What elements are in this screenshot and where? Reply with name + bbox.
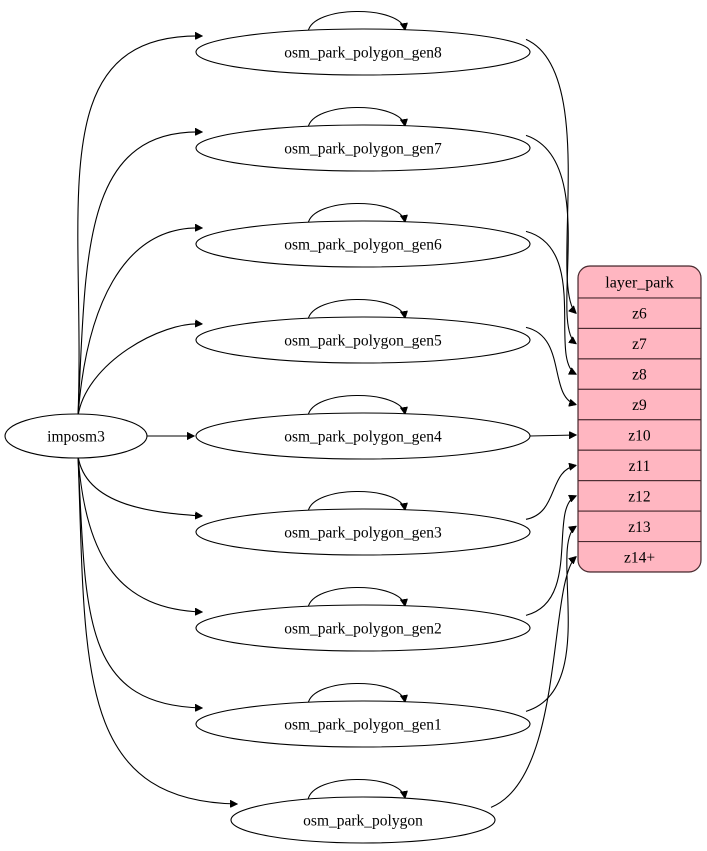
edge-imposm3-to-osm_park_polygon_gen2: [77, 455, 202, 612]
node-osm_park_polygon-label: osm_park_polygon: [303, 813, 423, 830]
table-row-z14+[interactable]: [578, 541, 701, 572]
table-row-z13[interactable]: [578, 510, 701, 543]
table-header-label: layer_park: [605, 275, 673, 292]
node-osm_park_polygon_gen3-label: osm_park_polygon_gen3: [284, 525, 442, 542]
table-row-label-z7: z7: [632, 336, 647, 353]
node-osm_park_polygon_gen7-label: osm_park_polygon_gen7: [284, 141, 442, 158]
edge-osm_park_polygon_gen7-to-z7: [525, 134, 576, 343]
node-osm_park_polygon_gen5-ellipse[interactable]: [195, 316, 531, 364]
edge-osm_park_polygon_gen8-to-z6: [525, 38, 576, 313]
edge-selfloop-osm_park_polygon_gen2: [307, 586, 405, 609]
node-osm_park_polygon_gen8-label: osm_park_polygon_gen8: [284, 45, 442, 62]
edge-osm_park_polygon_gen5-to-z9: [525, 326, 576, 404]
nodes-layer: osm_park_polygon_gen8 osm_park_polygon_ge…: [4, 28, 531, 844]
edge-imposm3-to-osm_park_polygon_gen8: [77, 36, 202, 417]
node-osm_park_polygon_gen4-label: osm_park_polygon_gen4: [284, 429, 442, 446]
node-osm_park_polygon_gen8-ellipse[interactable]: [195, 28, 531, 76]
table-row-z10[interactable]: [578, 419, 701, 451]
node-osm_park_polygon_gen6-label: osm_park_polygon_gen6: [284, 237, 442, 254]
node-osm_park_polygon_gen4-ellipse[interactable]: [195, 412, 531, 460]
edge-selfloop-osm_park_polygon_gen5: [307, 298, 405, 321]
node-osm_park_polygon_gen3-ellipse[interactable]: [195, 508, 531, 556]
node-imposm3-ellipse[interactable]: [4, 413, 148, 459]
edge-selfloop-osm_park_polygon_gen6: [307, 202, 405, 225]
edge-selfloop-osm_park_polygon_gen8: [307, 10, 405, 33]
node-osm_park_polygon_gen1-label: osm_park_polygon_gen1: [284, 717, 442, 734]
table-row-z7[interactable]: [578, 327, 701, 360]
table-row-label-z13: z13: [628, 519, 651, 536]
table-row-label-z9: z9: [632, 397, 647, 414]
table-row-label-z12: z12: [628, 488, 650, 505]
edge-imposm3-to-osm_park_polygon_gen5: [77, 324, 202, 417]
table-layer: layer_park z6 z7 z8 z9 z10 z11 z12 z13 z14+: [577, 265, 702, 573]
edge-imposm3-to-osm_park_polygon_gen3: [77, 455, 202, 516]
node-osm_park_polygon-ellipse[interactable]: [230, 796, 496, 844]
layer-park-table-body: [578, 266, 701, 572]
node-osm_park_polygon_gen7-ellipse[interactable]: [195, 124, 531, 172]
node-osm_park_polygon_gen2-label: osm_park_polygon_gen2: [284, 621, 442, 638]
table-row-label-z8: z8: [632, 367, 647, 384]
edge-osm_park_polygon_gen1-to-z13: [525, 526, 576, 712]
node-osm_park_polygon_gen6-ellipse[interactable]: [195, 220, 531, 268]
node-osm_park_polygon_gen2-ellipse[interactable]: [195, 604, 531, 652]
edge-selfloop-osm_park_polygon_gen4: [307, 394, 405, 417]
edge-imposm3-to-osm_park_polygon_gen1: [77, 455, 202, 708]
table-row-label-z11: z11: [629, 458, 651, 475]
edge-osm_park_polygon_gen6-to-z8: [525, 230, 576, 374]
edge-osm_park_polygon_gen4-to-z10: [529, 435, 576, 436]
edge-imposm3-to-osm_park_polygon: [77, 455, 237, 804]
edge-imposm3-to-osm_park_polygon_gen6: [77, 228, 202, 417]
table-row-label-z14+: z14+: [624, 549, 655, 566]
edge-selfloop-osm_park_polygon_gen3: [307, 490, 405, 513]
edge-osm_park_polygon-to-z14+: [490, 557, 576, 808]
table-row-z11[interactable]: [578, 449, 701, 482]
table-row-label-z6: z6: [632, 306, 647, 323]
table-row-label-z10: z10: [628, 428, 651, 445]
edge-osm_park_polygon_gen3-to-z11: [525, 465, 576, 520]
edges-layer: [77, 10, 576, 808]
table-row-z9[interactable]: [578, 388, 701, 421]
table-row-z12[interactable]: [578, 480, 701, 512]
edge-imposm3-to-osm_park_polygon_gen7: [77, 132, 202, 417]
edge-selfloop-osm_park_polygon_gen1: [307, 682, 405, 705]
edge-selfloop-osm_park_polygon_gen7: [307, 106, 405, 129]
node-osm_park_polygon_gen5-label: osm_park_polygon_gen5: [284, 333, 442, 350]
edge-selfloop-osm_park_polygon: [307, 778, 405, 801]
edge-osm_park_polygon_gen2-to-z12: [525, 496, 576, 616]
layer-park-table-outline: [577, 265, 702, 573]
node-imposm3-label: imposm3: [47, 429, 105, 446]
node-osm_park_polygon_gen1-ellipse[interactable]: [195, 700, 531, 748]
